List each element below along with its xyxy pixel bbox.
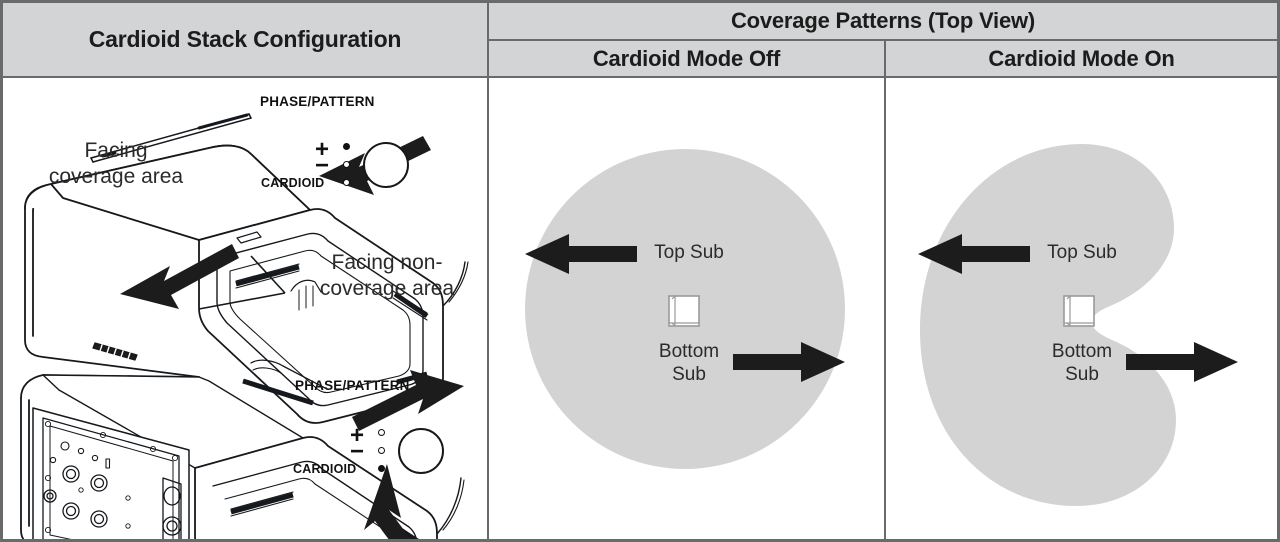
header-cardioid-mode-on: Cardioid Mode On [885, 40, 1278, 77]
top-unit-dot-plus[interactable] [343, 143, 350, 150]
sub-box-icon [1063, 295, 1095, 327]
bottom-sub-arrow-right [1126, 342, 1238, 382]
bottom-unit-knob[interactable] [398, 428, 444, 474]
leader-lines [198, 255, 286, 310]
top-unit-cardioid-label: CARDIOID [261, 176, 325, 190]
rear-connector-panel [32, 407, 190, 539]
bottom-unit-dot-minus[interactable] [378, 447, 385, 454]
bottom-unit-cardioid-label: CARDIOID [293, 462, 357, 476]
top-unit-dot-cardioid[interactable] [343, 179, 350, 186]
bottom-unit-minus-symbol: − [350, 438, 365, 465]
bottom-unit-dot-plus[interactable] [378, 429, 385, 436]
top-unit-minus-symbol: − [315, 152, 330, 179]
top-sub-arrow-left [525, 234, 637, 274]
cardioid-coverage-shape [920, 144, 1176, 506]
bottom-unit-control-legend[interactable]: + − CARDIOID [293, 422, 468, 478]
top-unit-knob[interactable] [363, 142, 409, 188]
top-unit-dot-minus[interactable] [343, 161, 350, 168]
coverage-on-cell: Top Sub Bottom Sub [885, 77, 1278, 540]
bottom-unit-dot-cardioid[interactable] [378, 465, 385, 472]
sub-box-icon [668, 295, 700, 327]
top-rail-detail [90, 113, 252, 163]
cardioid-selection-arrow [364, 464, 411, 539]
facing-coverage-arrow [120, 244, 239, 309]
top-unit-phase-pattern-label: PHASE/PATTERN [260, 94, 375, 109]
top-unit-control-legend[interactable]: + − CARDIOID [261, 136, 433, 192]
bottom-sub-arrow-right [733, 342, 845, 382]
coverage-off-diagram [525, 149, 845, 469]
bottom-unit-phase-pattern-label: PHASE/PATTERN [295, 378, 410, 393]
header-coverage-patterns: Coverage Patterns (Top View) [488, 2, 1278, 40]
bose-logo [92, 342, 138, 361]
header-cardioid-stack-configuration: Cardioid Stack Configuration [2, 2, 488, 77]
header-cardioid-mode-off: Cardioid Mode Off [488, 40, 885, 77]
coverage-off-cell: Top Sub Bottom Sub [488, 77, 885, 540]
facing-noncoverage-arrow [352, 370, 464, 431]
coverage-on-diagram [918, 144, 1238, 506]
speaker-stack-drawing [20, 113, 469, 539]
top-sub-arrow-left [918, 234, 1030, 274]
bottom-unit-plus-symbol: + [350, 422, 365, 449]
stack-illustration-cell: Facing coverage area Facing non- coverag… [2, 77, 488, 540]
top-unit-plus-symbol: + [315, 136, 330, 163]
